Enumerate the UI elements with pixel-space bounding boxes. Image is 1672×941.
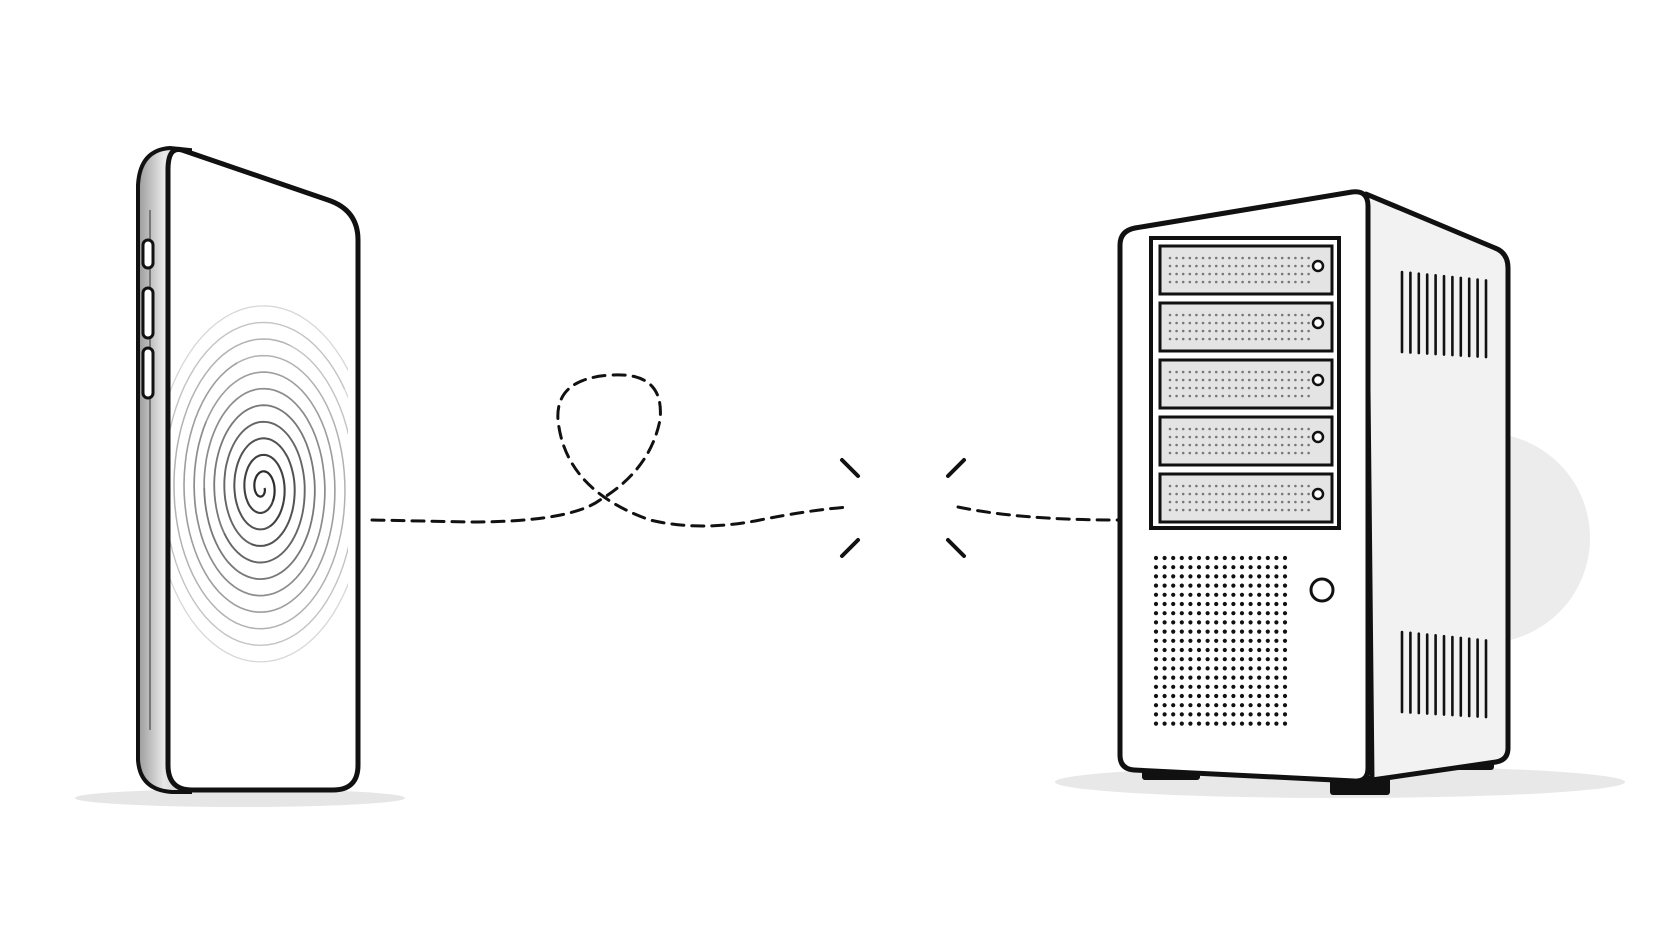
drive-bay-indicator — [1311, 373, 1325, 387]
phone-button-volume-down — [141, 346, 155, 400]
drive-bay — [1158, 301, 1334, 353]
dashed-link-from-phone — [370, 373, 850, 528]
phone-screen — [165, 146, 361, 793]
spiral-segment — [243, 453, 286, 528]
drive-bay-indicator — [1311, 316, 1325, 330]
spiral-segment — [193, 387, 326, 597]
drive-bay-indicator — [1311, 259, 1325, 273]
spiral-segment — [253, 470, 276, 502]
server-tower-icon — [1055, 189, 1625, 798]
front-vent-grille — [1153, 555, 1288, 726]
phone-shadow — [75, 789, 405, 807]
spiral-segment — [203, 404, 316, 581]
spiral-pattern — [168, 305, 348, 663]
drive-bay — [1158, 358, 1334, 410]
spiral-segment — [233, 437, 296, 547]
drive-bay — [1158, 244, 1334, 296]
drive-bay-indicator — [1311, 487, 1325, 501]
drive-bays — [1158, 244, 1334, 524]
spiral-segment — [168, 305, 348, 663]
side-vents — [1400, 270, 1488, 719]
smartphone-icon — [75, 145, 405, 807]
broken-connection — [370, 373, 1120, 528]
break-spark-marks — [840, 458, 966, 558]
spiral-segment — [183, 362, 336, 613]
power-button — [1309, 577, 1335, 603]
spiral-segment — [223, 420, 306, 564]
spiral-segment — [173, 338, 346, 630]
drive-bay-indicator — [1311, 430, 1325, 444]
dashed-link-from-server — [956, 505, 1120, 522]
spiral-segment — [168, 321, 348, 647]
phone-button-top — [141, 238, 155, 270]
phone-button-volume-up — [141, 286, 155, 340]
drive-bay — [1158, 472, 1334, 524]
drive-bay — [1158, 415, 1334, 467]
